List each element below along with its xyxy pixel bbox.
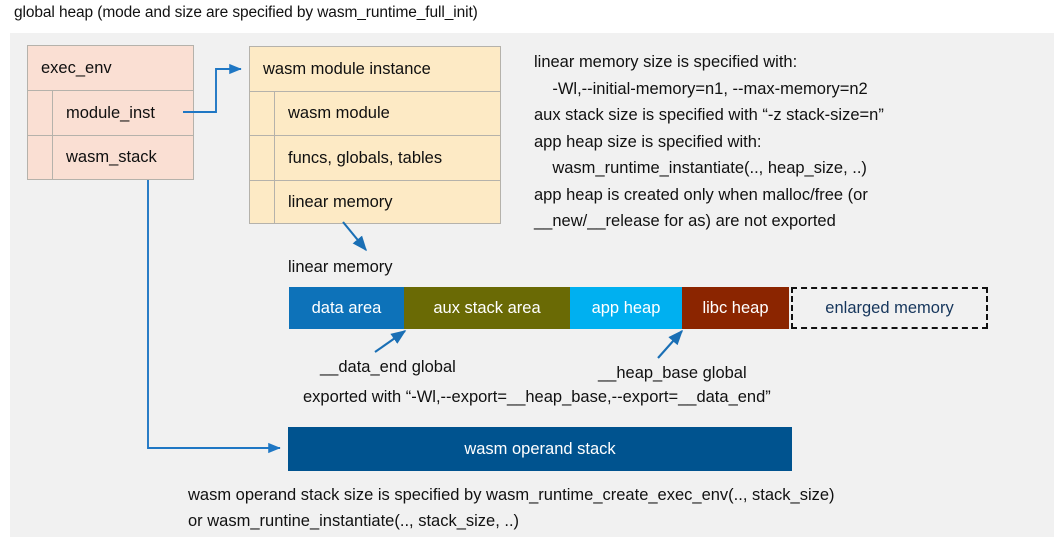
configuration-notes: linear memory size is specified with: -W… — [534, 53, 884, 230]
exec-env-field-wasm-stack: wasm_stack — [28, 136, 193, 179]
exec-env-title: exec_env — [41, 58, 112, 77]
module-instance-linear-memory-label: linear memory — [288, 192, 393, 211]
module-instance-indent-gutter-3 — [250, 181, 275, 223]
module-instance-wasm-module-label: wasm module — [288, 104, 390, 122]
memory-segment-data-area-label: data area — [311, 298, 382, 317]
memory-segment-libc-heap-label: libc heap — [702, 298, 769, 317]
wasm-module-instance-box: wasm module instance wasm module funcs, … — [249, 46, 501, 224]
memory-segment-aux-stack-area-label: aux stack area — [433, 298, 541, 317]
memory-segment-data-area: data area — [289, 287, 404, 329]
linear-memory-bar-label: linear memory — [288, 258, 393, 276]
module-instance-indent-gutter-2 — [250, 136, 275, 180]
annotation-exported-with: exported with “-Wl,--export=__heap_base,… — [303, 388, 771, 406]
annotation-heap-base-global: __heap_base global — [598, 364, 747, 382]
memory-segment-app-heap: app heap — [570, 287, 682, 329]
operand-stack-notes: wasm operand stack size is specified by … — [188, 486, 835, 530]
linear-memory-bar: data area aux stack area app heap libc h… — [289, 287, 988, 329]
module-instance-title: wasm module instance — [263, 59, 431, 78]
memory-segment-libc-heap: libc heap — [682, 287, 789, 329]
annotation-data-end-global: __data_end global — [320, 358, 456, 376]
exec-env-module-inst-label: module_inst — [66, 103, 155, 122]
exec-env-box: exec_env module_inst wasm_stack — [27, 45, 194, 180]
page-title: global heap (mode and size are specified… — [14, 4, 478, 21]
memory-segment-enlarged-memory: enlarged memory — [791, 287, 988, 329]
exec-env-header-row: exec_env — [28, 46, 193, 91]
module-instance-field-linear-memory: linear memory — [250, 181, 500, 223]
module-instance-header-row: wasm module instance — [250, 47, 500, 92]
exec-env-field-module-inst: module_inst — [28, 91, 193, 136]
exec-env-indent-gutter-2 — [28, 136, 53, 179]
memory-segment-app-heap-label: app heap — [591, 298, 661, 317]
exec-env-indent-gutter-1 — [28, 91, 53, 135]
module-instance-indent-gutter-1 — [250, 92, 275, 135]
module-instance-funcs-globals-tables-label: funcs, globals, tables — [288, 148, 443, 167]
memory-segment-aux-stack-area: aux stack area — [404, 287, 570, 329]
memory-segment-enlarged-memory-label: enlarged memory — [825, 298, 954, 317]
exec-env-wasm-stack-label: wasm_stack — [66, 148, 157, 166]
wasm-operand-stack-label: wasm operand stack — [464, 439, 616, 458]
module-instance-field-wasm-module: wasm module — [250, 92, 500, 136]
wasm-operand-stack-bar: wasm operand stack — [288, 427, 792, 471]
module-instance-field-funcs-globals-tables: funcs, globals, tables — [250, 136, 500, 181]
